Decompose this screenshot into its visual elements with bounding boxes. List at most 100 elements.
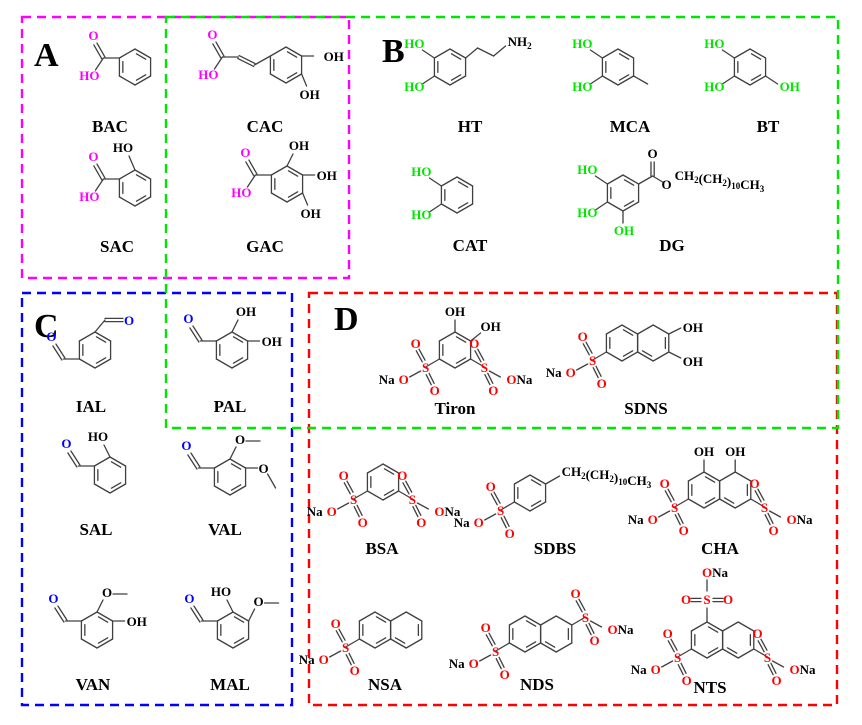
atom-label: S (497, 503, 504, 518)
panel-letter-c: C (34, 308, 59, 345)
atom-label: O (235, 432, 245, 447)
atom-label: HO (577, 162, 597, 177)
atom-label: HO (411, 164, 431, 179)
atom-label: OH (445, 304, 465, 319)
atom-label: O (350, 663, 360, 678)
atom-label: CH2(CH2)10CH3 (562, 464, 652, 490)
atom-label: Na (454, 515, 470, 530)
atom-label: O (339, 468, 349, 483)
atom-label: S (422, 360, 429, 375)
atom-label: O (566, 365, 576, 380)
molecule-name-ht: HT (458, 117, 483, 136)
atom-label: O (207, 27, 217, 42)
atom-label: Na (631, 662, 647, 677)
atom-label: NH2 (508, 34, 533, 51)
atom-label: HO (572, 79, 592, 94)
atom-label: O (651, 662, 661, 677)
atom-label: O (469, 656, 479, 671)
atom-label: O (752, 626, 762, 641)
atom-label: O (660, 476, 670, 491)
molecule-name-mal: MAL (210, 675, 250, 694)
atom-label: S (703, 592, 710, 607)
atom-label: OH (780, 79, 800, 94)
atom-label: O (181, 438, 191, 453)
molecule-name-ial: IAL (76, 397, 106, 416)
atom-label: HO (231, 185, 251, 200)
atom-label: OH (614, 223, 634, 238)
atom-label: OH (300, 206, 320, 221)
atom-label: OH (289, 138, 309, 153)
molecule-name-mca: MCA (610, 117, 651, 136)
atom-label: OH (683, 320, 703, 335)
atom-label: Na (299, 652, 315, 667)
atom-label: O (331, 616, 341, 631)
structure-gac: O HO OH OH OH (231, 138, 337, 221)
atom-label: O (682, 673, 692, 688)
atom-label: S (582, 610, 589, 625)
atom-label: O (486, 479, 496, 494)
atom-label: OH (683, 354, 703, 369)
atom-label: O (240, 145, 250, 160)
structure-bac: O HO (79, 28, 152, 86)
atom-label: O (88, 28, 98, 43)
atom-label: S (492, 644, 499, 659)
atom-label: S (671, 500, 678, 515)
molecule-name-val: VAL (208, 520, 242, 539)
atom-label: OH (127, 614, 147, 629)
atom-label: ONa (434, 504, 461, 519)
atom-label: HO (113, 140, 133, 155)
atom-label: O (648, 146, 658, 161)
atom-label: OH (725, 444, 745, 459)
atom-label: O (254, 594, 264, 609)
atom-label: O (771, 673, 781, 688)
molecule-name-cat: CAT (453, 236, 488, 255)
molecule-name-sdbs: SDBS (534, 539, 577, 558)
atom-label: O (397, 468, 407, 483)
atom-label: O (61, 436, 71, 451)
molecule-name-bt: BT (757, 117, 780, 136)
atom-label: O (481, 620, 491, 635)
panel-letter-b: B (382, 33, 405, 70)
atom-label: O (88, 149, 98, 164)
atom-label: OH (262, 334, 282, 349)
atom-label: OH (299, 87, 319, 102)
atom-label: O (648, 512, 658, 527)
atom-label: HO (704, 36, 724, 51)
atom-label: ONa (608, 622, 635, 637)
atom-label: ONa (506, 372, 533, 387)
atom-label: O (505, 526, 515, 541)
atom-label: Na (546, 365, 562, 380)
atom-label: HO (79, 68, 99, 83)
atom-label: O (663, 626, 673, 641)
atom-label: CH2(CH2)10CH3 (675, 168, 765, 194)
atom-label: ONa (787, 512, 814, 527)
atom-label: O (723, 592, 733, 607)
atom-label: O (48, 591, 58, 606)
atom-label: S (409, 492, 416, 507)
atom-label: O (681, 592, 691, 607)
panel-letter-d: D (334, 301, 359, 338)
atom-label: O (46, 329, 56, 344)
atom-label: O (662, 177, 672, 192)
atom-label: HO (404, 36, 424, 51)
atom-label: O (358, 515, 368, 530)
atom-label: HO (211, 584, 231, 599)
group-box-d (307, 291, 839, 707)
panel-letter-a: A (34, 37, 59, 74)
structure-ht: HO HO NH2 (404, 34, 532, 94)
atom-label: O (102, 585, 112, 600)
atom-label: OH (317, 168, 337, 183)
atom-label: O (570, 586, 580, 601)
atom-label: HO (404, 79, 424, 94)
atom-label: HO (704, 79, 724, 94)
atom-label: O (589, 633, 599, 648)
